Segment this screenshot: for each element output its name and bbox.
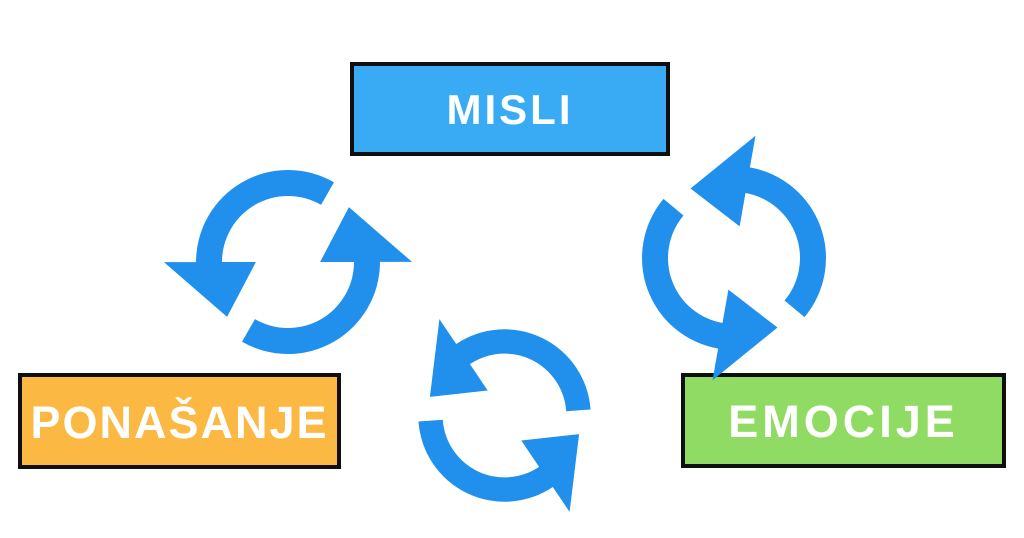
node-ponasanje: PONAŠANJE xyxy=(18,373,341,469)
node-ponasanje-label: PONAŠANJE xyxy=(30,396,329,448)
node-misli: MISLI xyxy=(350,62,670,156)
node-emocije-label: EMOCIJE xyxy=(728,396,959,447)
node-misli-label: MISLI xyxy=(446,86,574,133)
node-emocije: EMOCIJE xyxy=(681,373,1006,468)
cycle-arrows-icon-bottom xyxy=(410,318,599,513)
